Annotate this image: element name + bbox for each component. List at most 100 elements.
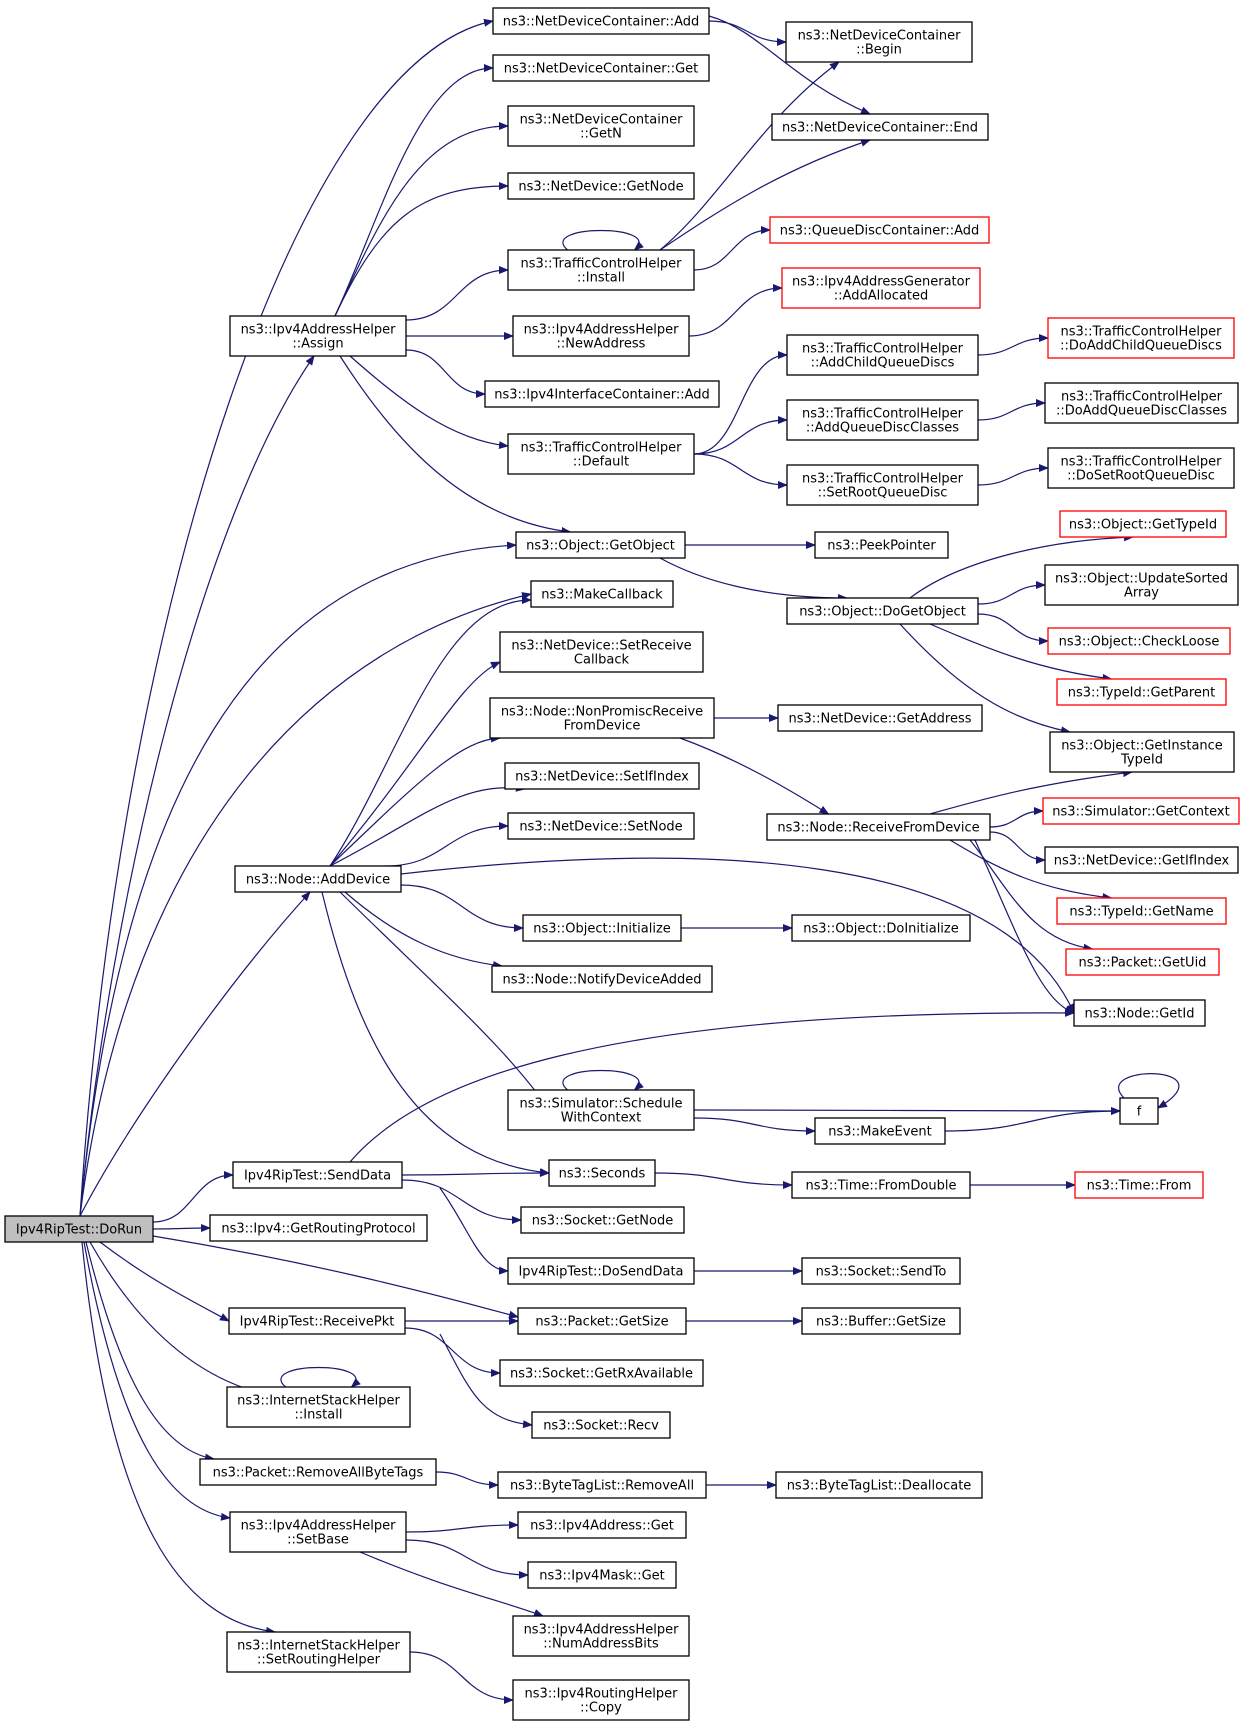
node-nd-setnode[interactable]: ns3::NetDevice::SetNode [507, 812, 695, 840]
node-sim-getcontext[interactable]: ns3::Simulator::GetContext [1042, 797, 1240, 825]
node-btl-dealloc[interactable]: ns3::ByteTagList::Deallocate [775, 1471, 983, 1499]
node-box [766, 813, 991, 841]
node-tch-doaddchild[interactable]: ns3::TrafficControlHelper::DoAddChildQue… [1047, 317, 1235, 359]
node-node-recvfromdev[interactable]: ns3::Node::ReceiveFromDevice [766, 813, 991, 841]
node-irh-copy[interactable]: ns3::Ipv4RoutingHelper::Copy [512, 1679, 690, 1721]
node-tch-dosetroot[interactable]: ns3::TrafficControlHelper::DoSetRootQueu… [1047, 447, 1235, 489]
node-seconds[interactable]: ns3::Seconds [548, 1159, 656, 1187]
node-label: ns3::NetDeviceContainer [520, 113, 684, 128]
node-makeevent[interactable]: ns3::MakeEvent [814, 1117, 946, 1145]
node-ish-install[interactable]: ns3::InternetStackHelper::Install [226, 1386, 411, 1428]
node-box [527, 1561, 677, 1589]
node-btl-removeall[interactable]: ns3::ByteTagList::RemoveAll [497, 1471, 707, 1499]
node-socket-recv[interactable]: ns3::Socket::Recv [531, 1411, 671, 1439]
node-ndc-end[interactable]: ns3::NetDeviceContainer::End [771, 113, 989, 141]
node-senddata[interactable]: Ipv4RipTest::SendData [232, 1161, 403, 1189]
node-box [530, 580, 674, 608]
node-box [769, 216, 990, 244]
node-iag-addalloc[interactable]: ns3::Ipv4AddressGenerator::AddAllocated [781, 267, 981, 309]
node-socket-getrx[interactable]: ns3::Socket::GetRxAvailable [499, 1359, 704, 1387]
node-iah-numbits[interactable]: ns3::Ipv4AddressHelper::NumAddressBits [512, 1615, 690, 1657]
node-buffer-getsize[interactable]: ns3::Buffer::GetSize [801, 1307, 961, 1335]
node-box [209, 1214, 428, 1242]
node-packet-getuid[interactable]: ns3::Packet::GetUid [1065, 948, 1220, 976]
node-label: ns3::TrafficControlHelper [1061, 390, 1223, 405]
node-dosenddata[interactable]: Ipv4RipTest::DoSendData [507, 1257, 695, 1285]
node-ipv4mask-get[interactable]: ns3::Ipv4Mask::Get [527, 1561, 677, 1589]
edge-dgo-gettypeid [909, 533, 1134, 599]
node-ndc-begin[interactable]: ns3::NetDeviceContainer::Begin [785, 21, 973, 63]
node-dorun[interactable]: Ipv4RipTest::DoRun [4, 1215, 154, 1243]
node-nd-getifindex[interactable]: ns3::NetDevice::GetIfIndex [1044, 846, 1239, 874]
node-typeid-getparent[interactable]: ns3::TypeId::GetParent [1056, 678, 1227, 706]
node-obj-getobject[interactable]: ns3::Object::GetObject [515, 531, 686, 559]
node-tch-setroot[interactable]: ns3::TrafficControlHelper::SetRootQueueD… [786, 464, 979, 506]
node-iah-assign[interactable]: ns3::Ipv4AddressHelper::Assign [229, 315, 407, 357]
node-box [199, 1458, 437, 1486]
edge-setbase-numbits [359, 1551, 544, 1617]
node-iah-setbase[interactable]: ns3::Ipv4AddressHelper::SetBase [229, 1511, 407, 1553]
node-node-getid[interactable]: ns3::Node::GetId [1073, 999, 1206, 1027]
node-iic-add[interactable]: ns3::Ipv4InterfaceContainer::Add [484, 380, 720, 408]
node-label: ns3::Socket::SendTo [816, 1265, 947, 1280]
node-ndc-get[interactable]: ns3::NetDeviceContainer::Get [492, 54, 710, 82]
node-tch-doaddqdc[interactable]: ns3::TrafficControlHelper::DoAddQueueDis… [1044, 382, 1239, 424]
node-label: ns3::NetDevice::SetNode [519, 820, 682, 835]
node-qdc-add[interactable]: ns3::QueueDiscContainer::Add [769, 216, 990, 244]
node-box [1119, 1097, 1159, 1125]
node-typeid-getname[interactable]: ns3::TypeId::GetName [1056, 897, 1227, 925]
node-label: ns3::TrafficControlHelper [520, 257, 682, 272]
node-box [512, 1615, 690, 1657]
node-socket-sendto[interactable]: ns3::Socket::SendTo [801, 1257, 961, 1285]
edge-addqdc-do [977, 399, 1046, 421]
node-receivepkt[interactable]: Ipv4RipTest::ReceivePkt [228, 1307, 406, 1335]
node-obj-initialize[interactable]: ns3::Object::Initialize [522, 914, 682, 942]
node-node-adddevice[interactable]: ns3::Node::AddDevice [234, 865, 402, 893]
node-peekpointer[interactable]: ns3::PeekPointer [814, 531, 949, 559]
node-label: TypeId [1120, 753, 1163, 768]
node-nd-getaddress[interactable]: ns3::NetDevice::GetAddress [777, 704, 983, 732]
node-ish-setrouting[interactable]: ns3::InternetStackHelper::SetRoutingHelp… [226, 1631, 411, 1673]
node-box [1047, 447, 1235, 489]
node-ndc-getn[interactable]: ns3::NetDeviceContainer::GetN [507, 105, 695, 147]
node-label: ns3::NetDevice::SetIfIndex [515, 770, 689, 785]
node-ipv4-getrouting[interactable]: ns3::Ipv4::GetRoutingProtocol [209, 1214, 428, 1242]
node-makecallback[interactable]: ns3::MakeCallback [530, 580, 674, 608]
edge-dorun-getobject [79, 541, 517, 1217]
node-tch-addchild[interactable]: ns3::TrafficControlHelper::AddChildQueue… [786, 334, 979, 376]
node-iah-newaddr[interactable]: ns3::Ipv4AddressHelper::NewAddress [512, 315, 690, 357]
node-label: ns3::Packet::GetSize [535, 1315, 668, 1330]
node-node-notifyadded[interactable]: ns3::Node::NotifyDeviceAdded [491, 965, 713, 993]
node-label: ::NewAddress [557, 337, 646, 352]
node-f[interactable]: f [1119, 1097, 1159, 1125]
node-box [786, 464, 979, 506]
node-nd-setifindex[interactable]: ns3::NetDevice::SetIfIndex [504, 762, 700, 790]
node-tch-install[interactable]: ns3::TrafficControlHelper::Install [507, 249, 695, 291]
node-socket-getnode[interactable]: ns3::Socket::GetNode [520, 1206, 685, 1234]
node-obj-doinitialize[interactable]: ns3::Object::DoInitialize [791, 914, 971, 942]
node-tch-addqdc[interactable]: ns3::TrafficControlHelper::AddQueueDiscC… [786, 399, 979, 441]
edge-getobject-dogetobject [659, 557, 848, 602]
edge-install-end [659, 139, 871, 251]
node-obj-gettypeid[interactable]: ns3::Object::GetTypeId [1059, 510, 1227, 538]
node-nd-getnode[interactable]: ns3::NetDevice::GetNode [507, 172, 695, 200]
node-ndc-add[interactable]: ns3::NetDeviceContainer::Add [492, 7, 710, 35]
node-obj-checkloose[interactable]: ns3::Object::CheckLoose [1047, 627, 1231, 655]
node-time-from[interactable]: ns3::Time::From [1074, 1171, 1204, 1199]
node-ipv4addr-get[interactable]: ns3::Ipv4Address::Get [517, 1511, 687, 1539]
node-packet-removeall[interactable]: ns3::Packet::RemoveAllByteTags [199, 1458, 437, 1486]
edge-removeall-btl [435, 1471, 499, 1489]
node-label: ns3::Ipv4AddressHelper [241, 1519, 397, 1534]
node-obj-dogetobject[interactable]: ns3::Object::DoGetObject [786, 597, 979, 625]
node-time-fromdouble[interactable]: ns3::Time::FromDouble [791, 1171, 971, 1199]
node-tch-default[interactable]: ns3::TrafficControlHelper::Default [507, 433, 695, 475]
node-box [489, 697, 715, 739]
edge-dgo-getinstance [899, 623, 1071, 735]
node-box [1065, 948, 1220, 976]
node-packet-getsize[interactable]: ns3::Packet::GetSize [517, 1307, 687, 1335]
